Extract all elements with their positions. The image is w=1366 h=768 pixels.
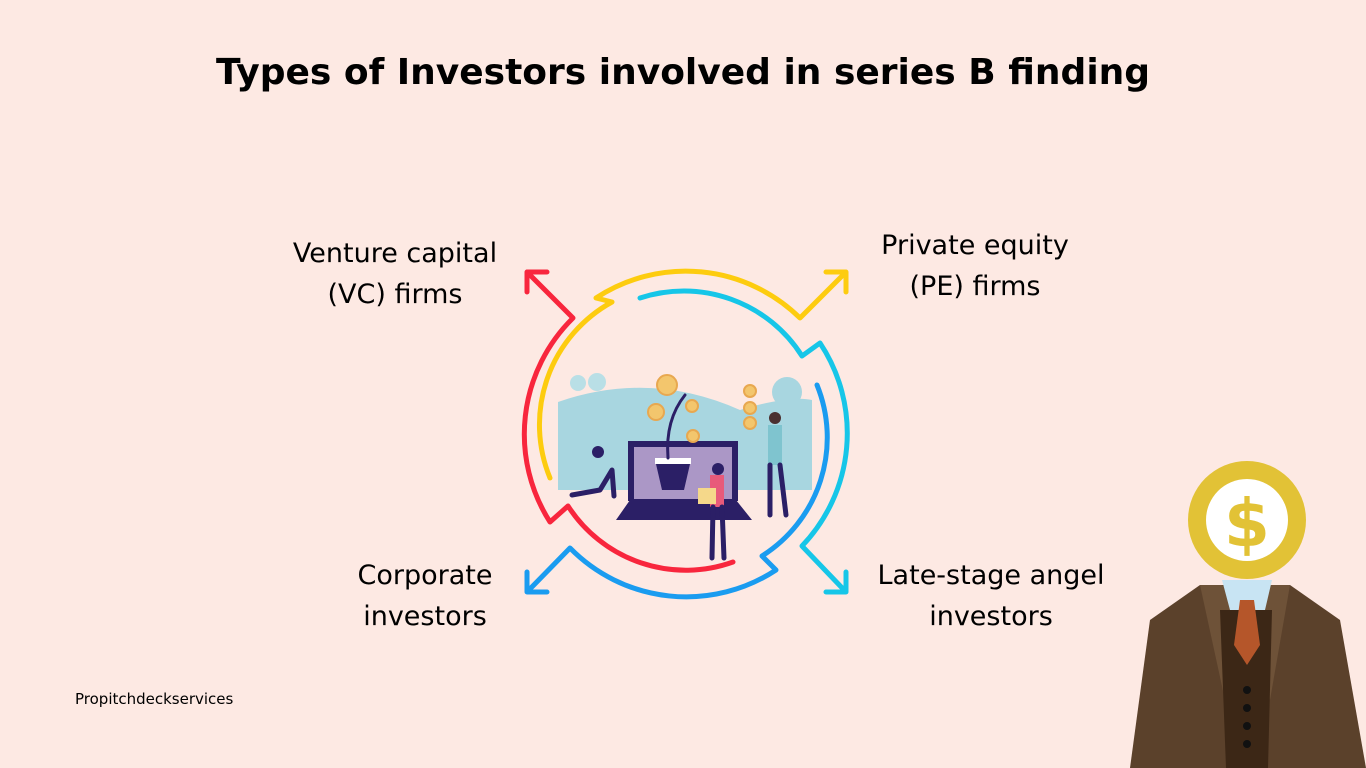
label-line: Late-stage angel [877, 560, 1105, 591]
label-line: (PE) firms [909, 271, 1041, 302]
label-line: investors [363, 601, 487, 632]
label-line: Venture capital [292, 238, 498, 269]
label-line: Private equity [881, 230, 1069, 261]
businessman-illustration: $ [1130, 461, 1366, 768]
label-line: investors [929, 601, 1053, 632]
label-pe-firms: Private equity (PE) firms [850, 225, 1100, 307]
brand-name: Propitchdeckservices [75, 690, 234, 708]
cyan-arrow [637, 288, 850, 595]
illustration [558, 373, 812, 561]
label-corporate-investors: Corporate investors [300, 555, 550, 637]
label-vc-firms: Venture capital (VC) firms [270, 233, 520, 315]
label-line: (VC) firms [327, 279, 463, 310]
page-title: Types of Investors involved in series B … [215, 52, 1151, 93]
label-line: Corporate [357, 560, 493, 591]
svg-text:$: $ [1224, 485, 1270, 562]
red-arrow [521, 269, 736, 573]
blue-arrow [524, 382, 830, 600]
yellow-arrow [536, 268, 849, 481]
label-angel-investors: Late-stage angel investors [860, 555, 1122, 637]
